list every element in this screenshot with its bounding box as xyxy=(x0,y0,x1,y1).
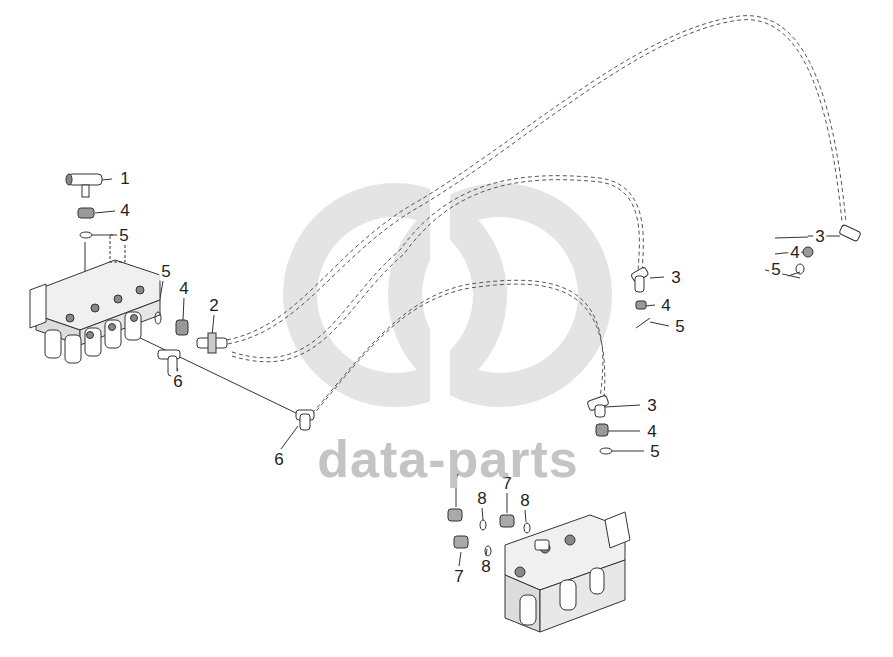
callout-number: 4 xyxy=(659,296,672,315)
leader-lines xyxy=(85,179,840,566)
callout-number: 8 xyxy=(518,491,531,510)
callout-number: 5 xyxy=(769,260,782,279)
callout-number: 2 xyxy=(207,296,220,315)
watermark-text: data-parts xyxy=(317,433,578,485)
callout-number: 4 xyxy=(177,279,190,298)
fittings xyxy=(30,174,861,632)
callout-number: 5 xyxy=(159,262,172,281)
callout-number: 3 xyxy=(669,268,682,287)
callout-number: 7 xyxy=(452,567,465,586)
callout-number: 3 xyxy=(645,396,658,415)
callout-number: 5 xyxy=(673,317,686,336)
callout-number: 6 xyxy=(272,450,285,469)
callout-number: 6 xyxy=(171,372,184,391)
callout-number: 8 xyxy=(475,489,488,508)
callout-number: 3 xyxy=(813,227,826,246)
callout-number: 4 xyxy=(788,243,801,262)
tube xyxy=(220,16,846,418)
callout-number: 1 xyxy=(118,169,131,188)
callout-number: 5 xyxy=(117,226,130,245)
callout-number: 8 xyxy=(479,557,492,576)
callout-number: 5 xyxy=(648,442,661,461)
callout-number: 4 xyxy=(118,201,131,220)
callout-number: 4 xyxy=(645,422,658,441)
